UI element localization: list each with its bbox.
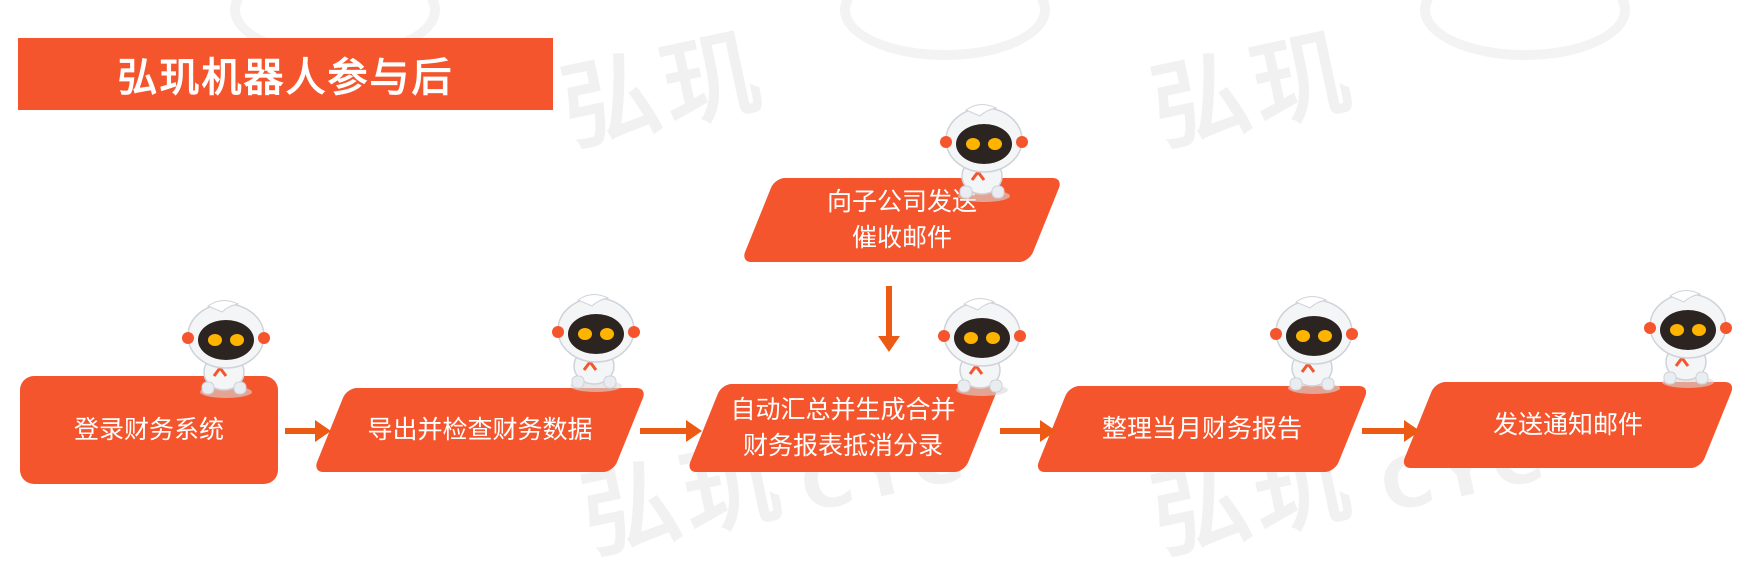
step-consolidate-label: 自动汇总并生成合并 财务报表抵消分录	[730, 395, 956, 460]
robot-mascot-icon	[936, 296, 1028, 398]
watermark: 弘玑	[1142, 13, 1366, 166]
step-notify-label: 发送通知邮件	[1492, 410, 1643, 439]
robot-mascot-icon	[1268, 294, 1360, 396]
watermark-ring	[840, 0, 1050, 60]
flow-arrow	[1000, 420, 1056, 442]
step-report: 整理当月财务报告	[1034, 386, 1370, 472]
watermark-ring	[1420, 0, 1630, 60]
page-title: 弘玑机器人参与后	[18, 38, 553, 110]
flow-arrow	[1362, 420, 1420, 442]
step-reminder-label: 向子公司发送 催收邮件	[826, 187, 977, 252]
watermark: 弘玑	[552, 13, 776, 166]
flow-arrow	[640, 420, 702, 442]
page-title-text: 弘玑机器人参与后	[117, 55, 454, 101]
step-consolidate: 自动汇总并生成合并 财务报表抵消分录	[686, 384, 1000, 472]
robot-mascot-icon	[938, 102, 1030, 204]
step-export: 导出并检查财务数据	[313, 388, 647, 472]
step-export-label: 导出并检查财务数据	[367, 415, 593, 444]
step-reminder: 向子公司发送 催收邮件	[741, 178, 1063, 262]
robot-mascot-icon	[180, 298, 272, 400]
flow-arrow	[285, 420, 331, 442]
robot-mascot-icon	[1642, 288, 1734, 390]
flow-arrow-down	[878, 286, 900, 352]
step-report-label: 整理当月财务报告	[1101, 414, 1302, 443]
step-login-label: 登录财务系统	[73, 415, 224, 444]
step-notify: 发送通知邮件	[1400, 382, 1736, 468]
robot-mascot-icon	[550, 292, 642, 394]
